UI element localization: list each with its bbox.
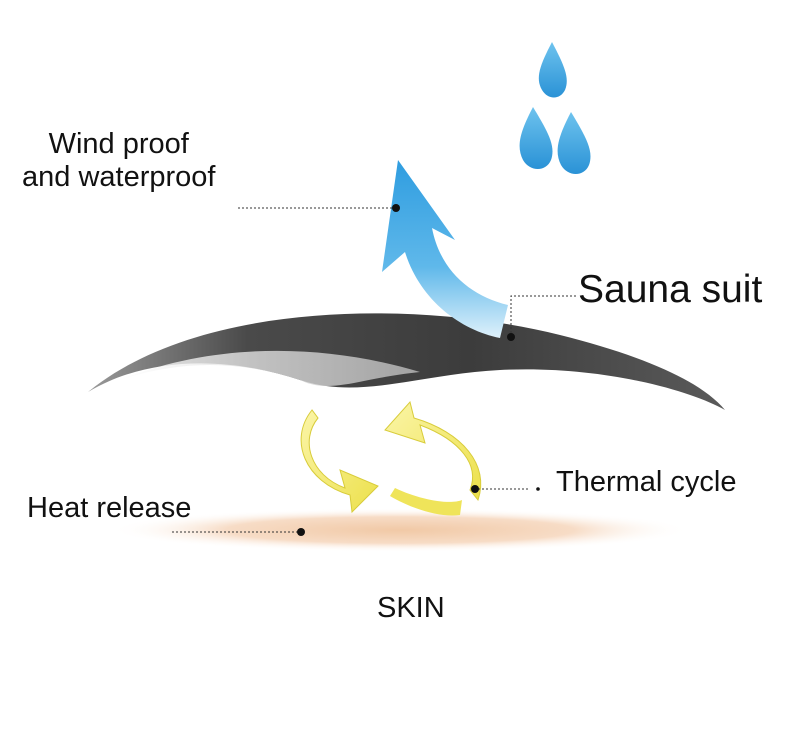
thermal-cycle-icon — [301, 402, 481, 516]
label-thermal-cycle: Thermal cycle — [556, 466, 737, 499]
label-wind-line2: and waterproof — [22, 161, 215, 194]
label-sauna-suit: Sauna suit — [578, 268, 762, 313]
label-skin: SKIN — [377, 592, 445, 625]
water-drops-icon — [520, 42, 591, 174]
label-wind-line1: Wind proof — [22, 128, 215, 161]
wind-water-arrow — [382, 160, 508, 338]
label-heat-release: Heat release — [27, 492, 191, 525]
sauna-suit-fabric — [88, 313, 725, 410]
label-wind-waterproof: Wind proof and waterproof — [22, 128, 215, 195]
skin-layer — [110, 508, 690, 552]
